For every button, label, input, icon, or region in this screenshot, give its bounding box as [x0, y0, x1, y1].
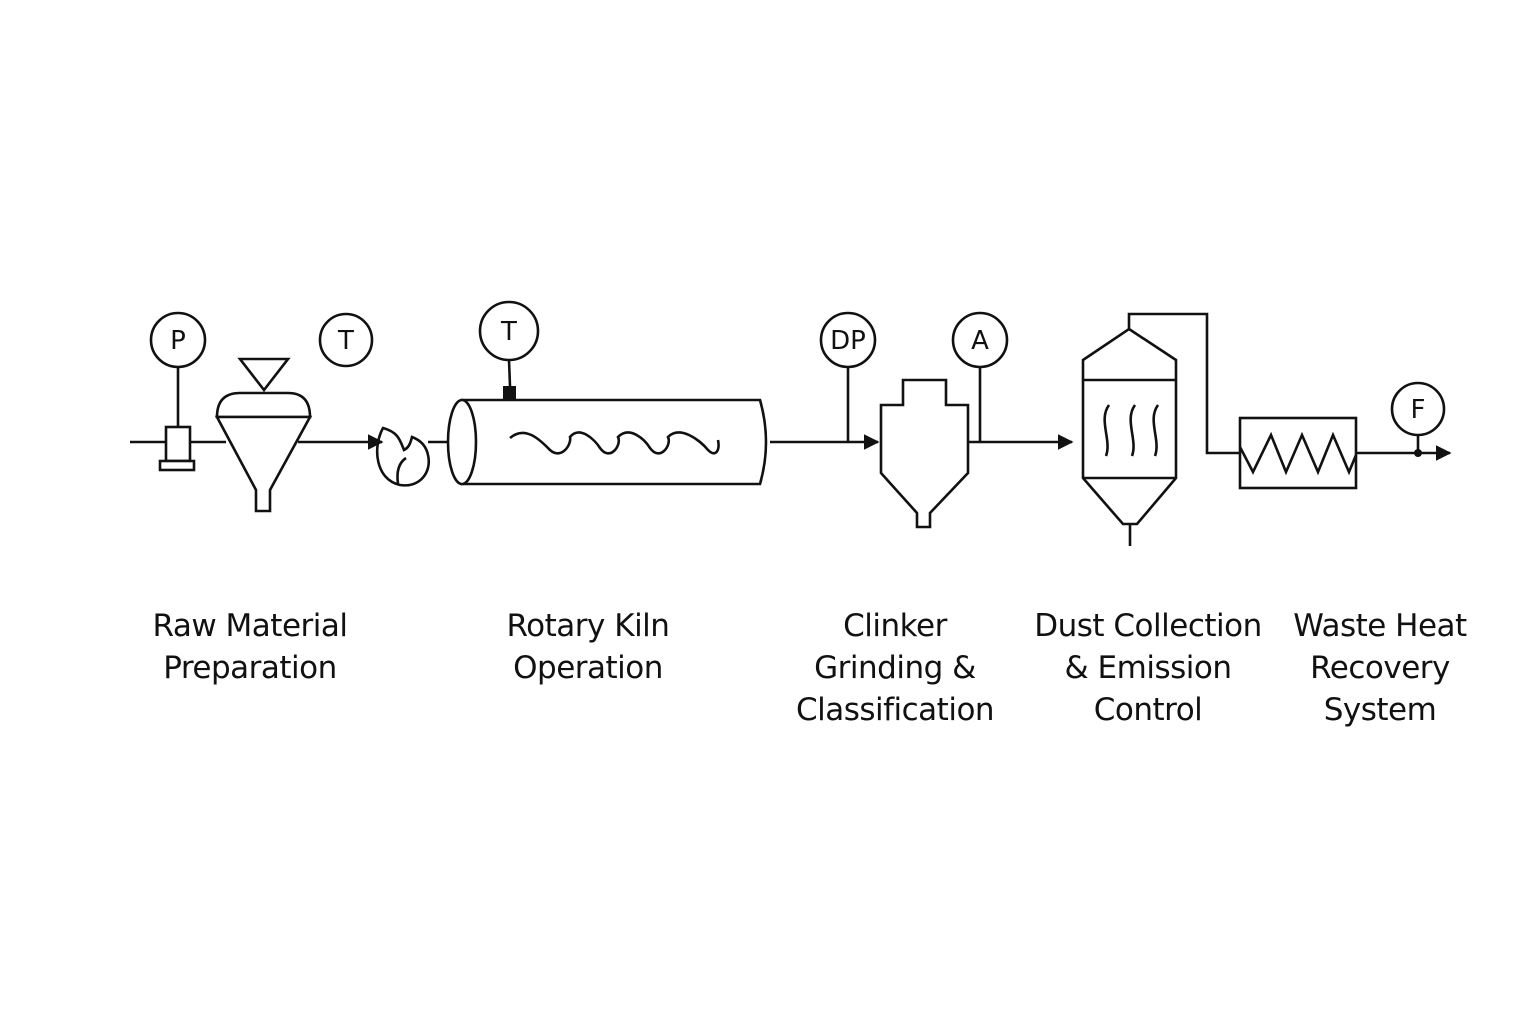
stage-label-rotary-kiln: Rotary Kiln Operation	[488, 605, 688, 689]
label-line: Grinding &	[814, 650, 976, 686]
stage-label-dust-collection: Dust Collection & Emission Control	[1030, 605, 1266, 731]
label-line: Recovery	[1310, 650, 1450, 686]
label-line: Dust Collection	[1034, 608, 1262, 644]
stage-label-waste-heat: Waste Heat Recovery System	[1282, 605, 1478, 731]
label-line: & Emission	[1064, 650, 1232, 686]
instrument-tag: P	[170, 326, 186, 356]
instrument-tag: DP	[830, 326, 866, 356]
feed-valve-icon	[158, 425, 196, 472]
label-line: Classification	[795, 692, 995, 728]
cyclone-classifier-icon	[879, 378, 970, 529]
temperature-instrument-1: T	[318, 312, 374, 368]
label-line: Operation	[513, 650, 663, 686]
pressure-instrument: P	[149, 311, 207, 427]
instrument-tag: F	[1411, 395, 1426, 425]
dust-collector-icon	[1081, 327, 1178, 546]
label-line: Clinker	[843, 608, 947, 644]
label-line: Rotary Kiln	[506, 608, 670, 644]
label-line: Waste Heat	[1293, 608, 1467, 644]
dust-collector-to-heat-exchanger-line	[1127, 312, 1240, 455]
stage-label-raw-material: Raw Material Preparation	[150, 605, 350, 689]
label-line: Preparation	[163, 650, 337, 686]
instrument-tag: T	[337, 326, 354, 356]
raw-mill-hopper-icon	[214, 357, 313, 513]
rotary-kiln-icon	[446, 386, 768, 486]
temperature-instrument-2: T	[478, 300, 540, 387]
label-line: System	[1323, 692, 1437, 728]
instrument-tag: T	[500, 317, 517, 347]
label-line: Control	[1093, 692, 1203, 728]
analyzer-instrument: A	[951, 311, 1009, 442]
instrument-tag: A	[971, 326, 989, 356]
label-line: Raw Material	[152, 608, 348, 644]
stage-label-clinker-grinding: Clinker Grinding & Classification	[785, 605, 1005, 731]
heat-exchanger-icon	[1238, 416, 1358, 490]
flow-instrument: F	[1390, 381, 1446, 457]
differential-pressure-instrument: DP	[819, 311, 877, 442]
